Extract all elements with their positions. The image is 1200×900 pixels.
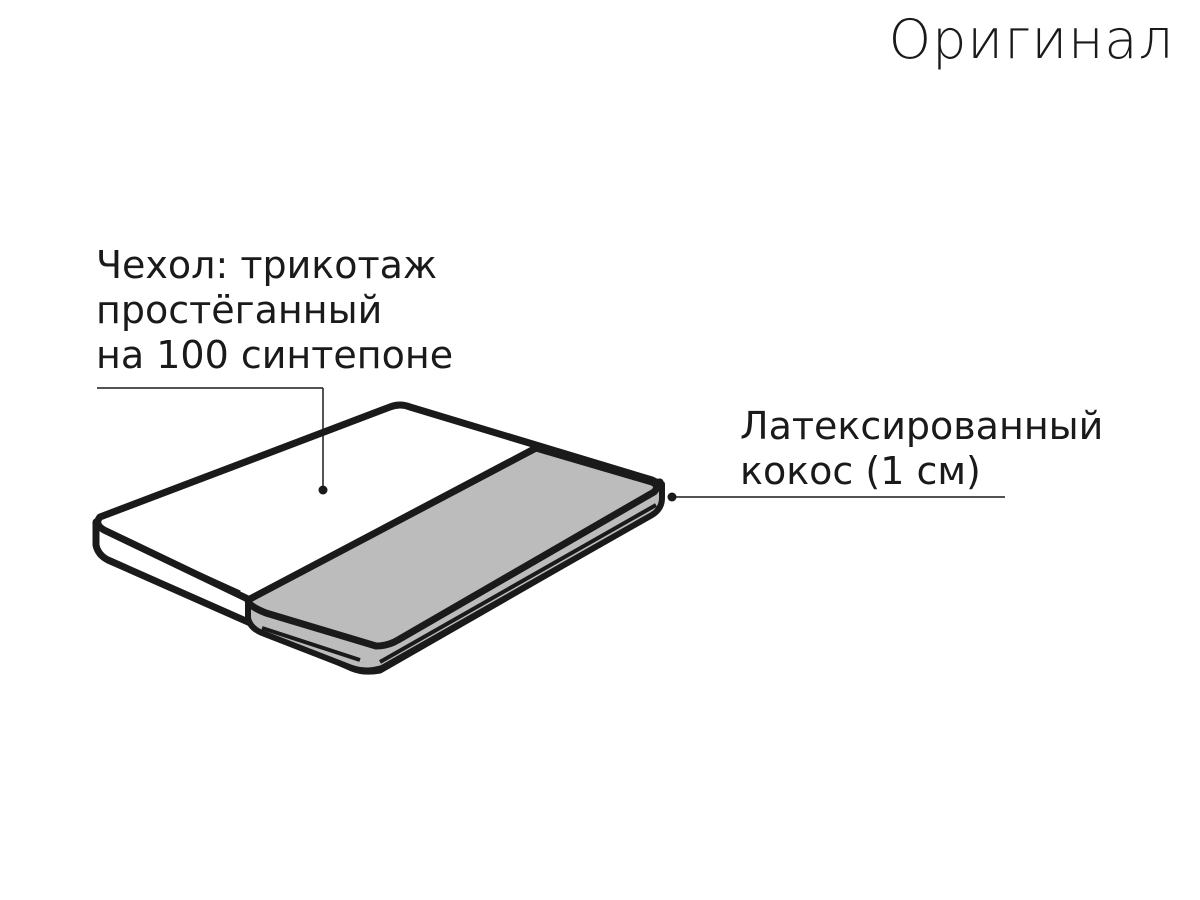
coconut-callout-line: Латексированный <box>740 404 1104 448</box>
coconut-leader <box>667 492 1005 502</box>
cover-edge-line <box>109 531 241 594</box>
diagram-title: Оригинал <box>888 8 1174 71</box>
coconut-leader-dot <box>667 492 677 502</box>
coconut-layer <box>244 444 665 674</box>
coconut-top-surface <box>244 444 661 650</box>
coconut-bottom-line <box>261 626 361 662</box>
cover-callout-line: простёганный <box>96 288 383 332</box>
cover-callout-line: на 100 синтепоне <box>96 333 454 377</box>
coconut-callout-label: Латексированный кокос (1 см) <box>740 404 1103 494</box>
coconut-bottom-line <box>379 503 657 664</box>
cover-leader-dot <box>318 485 328 495</box>
cover-leader <box>97 387 328 495</box>
coconut-callout-line: кокос (1 см) <box>740 449 981 493</box>
cover-callout-line: Чехол: трикотаж <box>96 243 438 287</box>
cover-callout-label: Чехол: трикотаж простёганный на 100 синт… <box>96 243 453 378</box>
